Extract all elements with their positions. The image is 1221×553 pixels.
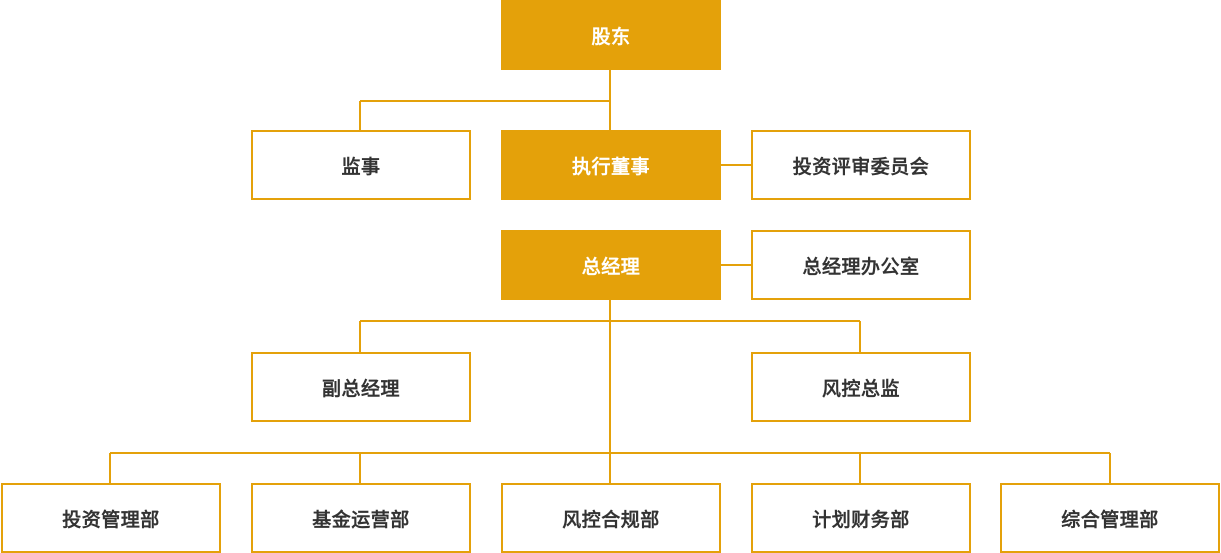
node-deputy-gm: 副总经理 <box>251 352 471 422</box>
node-general-manager: 总经理 <box>501 230 721 300</box>
node-department: 基金运营部 <box>251 483 471 553</box>
node-gm-office: 总经理办公室 <box>751 230 971 300</box>
node-supervisor: 监事 <box>251 130 471 200</box>
node-department: 计划财务部 <box>751 483 971 553</box>
node-investment-committee: 投资评审委员会 <box>751 130 971 200</box>
node-department: 风控合规部 <box>501 483 721 553</box>
node-risk-director: 风控总监 <box>751 352 971 422</box>
node-department: 投资管理部 <box>1 483 221 553</box>
node-executive-director: 执行董事 <box>501 130 721 200</box>
node-shareholders: 股东 <box>501 0 721 70</box>
node-department: 综合管理部 <box>1000 483 1220 553</box>
